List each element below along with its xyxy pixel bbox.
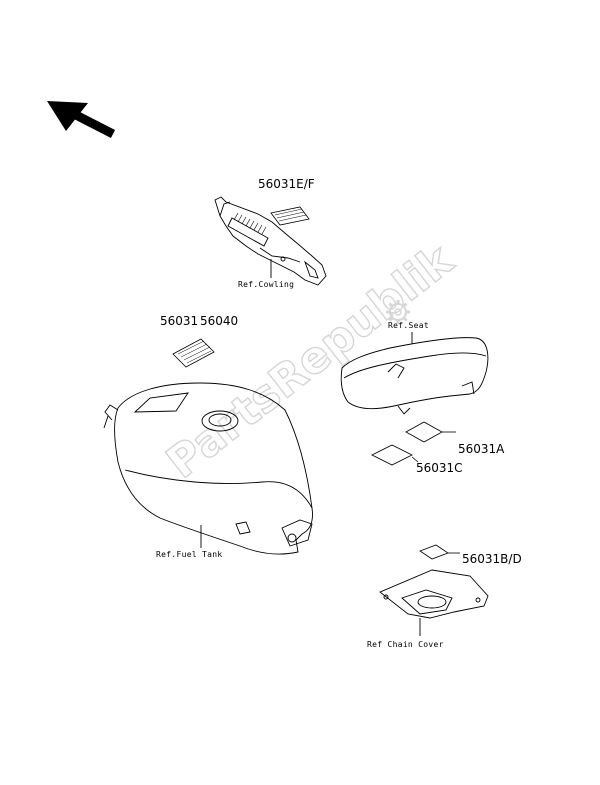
label-ref-fuel-tank: Ref.Fuel Tank	[156, 550, 223, 559]
label-56031bd: 56031B/D	[462, 552, 522, 566]
decal-56031-56040	[172, 338, 215, 368]
label-56031ef: 56031E/F	[258, 177, 315, 191]
chain-cover-drawing	[379, 569, 489, 636]
decal-56031a	[405, 421, 443, 443]
label-56031a: 56031A	[458, 442, 505, 456]
cowling-vent-hatch	[233, 212, 267, 235]
label-ref-cowling: Ref.Cowling	[238, 280, 294, 289]
label-ref-seat: Ref.Seat	[388, 321, 429, 330]
decal-56031c	[371, 444, 413, 466]
fuel-tank-drawing	[103, 382, 313, 555]
label-56040: 56040	[200, 314, 238, 328]
label-56031c: 56031C	[416, 461, 463, 475]
front-direction-arrow-icon	[47, 101, 116, 139]
seat-drawing	[340, 332, 489, 415]
cowling-drawing	[214, 196, 327, 286]
watermark: PartsRepublik	[157, 233, 465, 489]
label-56031: 56031	[160, 314, 198, 328]
gear-icon	[386, 300, 410, 324]
label-ref-chain-cover: Ref Chain Cover	[367, 640, 444, 649]
decal-56031ef	[270, 206, 310, 226]
decal-56031bd	[419, 544, 449, 560]
watermark-text: PartsRepublik	[157, 234, 463, 489]
